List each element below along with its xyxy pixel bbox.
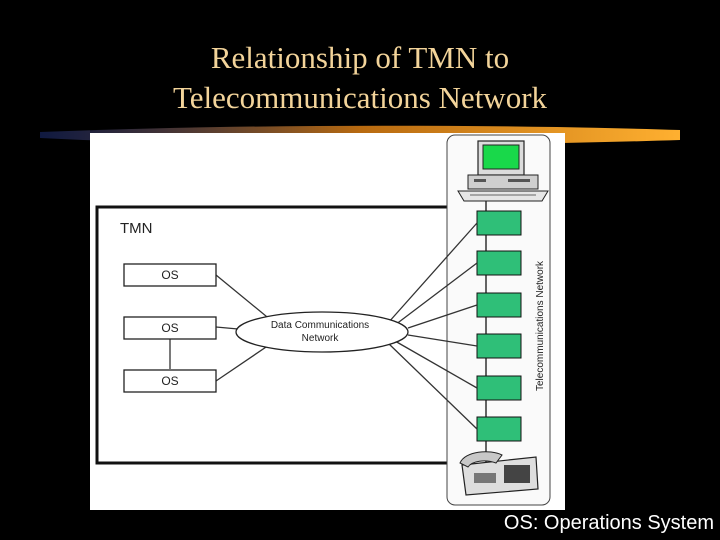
dcn-label-line-1: Data Communications [271,320,369,331]
tmn-label: TMN [120,220,153,237]
os-box-3-label: OS [161,374,178,388]
caption: OS: Operations System [503,512,714,534]
tmn-diagram: TMN Telecommunications Network [90,133,565,510]
os-box-3 [123,369,217,393]
workstation-icon [457,140,549,202]
dcn-label-line-2: Network [302,333,340,344]
network-element [476,333,522,359]
telecom-network-label: Telecommunications Network [535,260,546,391]
telephone-icon [459,451,539,496]
os-box-2-label: OS [161,321,178,335]
dcn-links [387,222,478,430]
network-element [476,292,522,318]
network-element [476,416,522,442]
slide-title: Relationship of TMN to Telecommunication… [90,38,630,118]
title-line-2: Telecommunications Network [172,80,548,115]
os-box-1 [123,263,217,287]
network-element [476,250,522,276]
network-element [476,210,522,236]
os-box-2 [123,316,217,340]
title-line-1: Relationship of TMN to [210,40,510,75]
network-element [476,375,522,401]
os-links [169,274,273,382]
dcn-ellipse [235,311,409,353]
os-box-1-label: OS [161,268,178,282]
network-elements [476,210,522,442]
